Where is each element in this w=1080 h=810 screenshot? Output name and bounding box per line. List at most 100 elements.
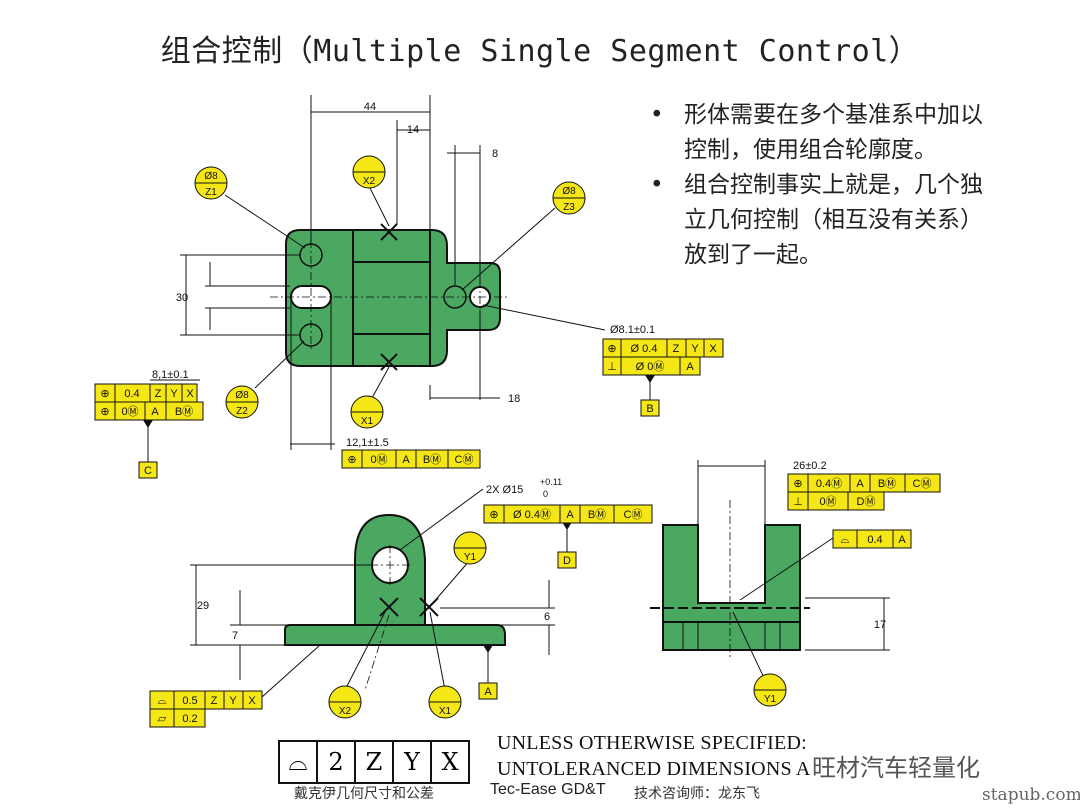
svg-text:Y1: Y1: [464, 552, 477, 563]
svg-text:Ø8: Ø8: [235, 390, 249, 401]
svg-text:0Ⓜ: 0Ⓜ: [819, 495, 836, 508]
footer-brand: Tec-Ease GD&T: [490, 781, 606, 798]
svg-text:Z2: Z2: [236, 406, 248, 417]
svg-text:A: A: [686, 361, 694, 373]
dim-7: 7: [232, 630, 238, 642]
svg-text:BⓂ: BⓂ: [588, 508, 606, 521]
svg-text:⊕: ⊕: [607, 343, 616, 355]
target-x1-top: X1: [350, 395, 384, 429]
page-title: 组合控制（Multiple Single Segment Control）: [160, 34, 920, 69]
svg-text:CⓂ: CⓂ: [624, 508, 643, 521]
bullet-text: 形体需要在多个基准系中加以控制，使用组合轮廓度。: [684, 102, 983, 163]
datum-y-cell: Y: [394, 742, 432, 782]
u-part: [650, 460, 890, 681]
svg-text:X: X: [709, 343, 717, 355]
datum-c: C: [144, 465, 152, 477]
footer-right-text: 技术咨询师：龙东飞: [634, 786, 760, 802]
general-note: UNLESS OTHERWISE SPECIFIED: UNTOLERANCED…: [497, 730, 811, 782]
dim-8-1b: Ø8.1±0.1: [610, 324, 655, 336]
side-dimensions: 29 7 6 2X Ø15 +0.11 0: [197, 477, 562, 642]
footer-left-text: 戴克伊几何尺寸和公差: [294, 786, 434, 802]
svg-text:Z: Z: [211, 695, 218, 707]
u-dimensions: 26±0.2 17: [793, 460, 886, 631]
watermark-text: 旺材汽车轻量化: [812, 754, 980, 782]
svg-text:⊕: ⊕: [489, 509, 498, 521]
datum-b: B: [646, 403, 653, 415]
svg-text:A: A: [898, 534, 906, 546]
svg-text:Ø 0.4Ⓜ: Ø 0.4Ⓜ: [513, 508, 551, 521]
dim-18: 18: [508, 393, 520, 405]
top-part: [150, 95, 606, 450]
svg-text:DⓂ: DⓂ: [857, 495, 876, 508]
svg-text:BⓂ: BⓂ: [878, 477, 896, 490]
svg-text:▱: ▱: [158, 713, 167, 725]
svg-text:Y: Y: [229, 695, 237, 707]
dim-6: 6: [544, 611, 550, 623]
target-x1-b: X1: [428, 685, 462, 719]
svg-text:Ø8: Ø8: [204, 171, 218, 182]
fcf-hole: ⊕ Ø 0.4Ⓜ A BⓂ CⓂ: [483, 504, 653, 524]
svg-text:⊕: ⊕: [100, 406, 109, 418]
dim-44: 44: [364, 101, 376, 113]
dim-29: 29: [197, 600, 209, 612]
svg-text:BⓂ: BⓂ: [423, 453, 441, 466]
svg-text:0.5: 0.5: [182, 695, 197, 707]
svg-text:A: A: [566, 509, 574, 521]
bullet-item: • 组合控制事实上就是，几个独立几何控制（相互没有关系）放到了一起。: [650, 168, 990, 273]
svg-text:0Ⓜ: 0Ⓜ: [370, 453, 387, 466]
svg-text:A: A: [402, 454, 410, 466]
svg-text:⊕: ⊕: [100, 388, 109, 400]
general-note-line1: UNLESS OTHERWISE SPECIFIED:: [497, 732, 807, 754]
datum-x-cell: X: [441, 748, 459, 776]
svg-text:Z: Z: [673, 343, 680, 355]
dim-26: 26±0.2: [793, 460, 827, 472]
svg-text:Z1: Z1: [205, 187, 217, 198]
svg-text:Z3: Z3: [563, 202, 575, 213]
svg-text:Ø8: Ø8: [562, 186, 576, 197]
svg-text:X1: X1: [361, 416, 374, 427]
svg-text:⊕: ⊕: [793, 478, 802, 490]
svg-text:⊥: ⊥: [607, 361, 617, 373]
svg-text:Ø 0.4: Ø 0.4: [631, 343, 658, 355]
bullet-item: • 形体需要在多个基准系中加以控制，使用组合轮廓度。: [650, 98, 990, 168]
tolerance-cell: 2: [318, 742, 356, 782]
svg-text:CⓂ: CⓂ: [913, 477, 932, 490]
fcf-profile-right: ⌓ 0.4 A: [832, 529, 912, 549]
dim-8-1: 8,1±0.1: [152, 369, 189, 381]
svg-text:⊕: ⊕: [347, 454, 356, 466]
bullet-text: 组合控制事实上就是，几个独立几何控制（相互没有关系）放到了一起。: [684, 172, 983, 268]
svg-text:X: X: [186, 388, 194, 400]
dim-12-1: 12,1±1.5: [346, 437, 389, 449]
dim-8: 8: [492, 148, 498, 160]
svg-text:X2: X2: [339, 706, 352, 717]
svg-text:X1: X1: [439, 706, 452, 717]
profile-symbol-cell: ⌓: [280, 742, 318, 782]
svg-text:Ø 0Ⓜ: Ø 0Ⓜ: [636, 360, 665, 373]
svg-text:X2: X2: [363, 176, 376, 187]
svg-text:0Ⓜ: 0Ⓜ: [121, 405, 138, 418]
dim-2x: 2X Ø15: [486, 484, 523, 496]
svg-text:⌓: ⌓: [158, 695, 167, 707]
dim-30: 30: [176, 292, 188, 304]
svg-text:0.2: 0.2: [182, 713, 197, 725]
target-y1-b: Y1: [753, 673, 787, 707]
datum-symbols: C B D A: [138, 375, 660, 700]
top-dimensions: 44 14 8 30 18 8,1±0.1 Ø8.1±0.1 12,1±1.5: [152, 101, 655, 449]
bullet-dot: •: [650, 102, 664, 128]
svg-text:0.4: 0.4: [867, 534, 882, 546]
dim-17: 17: [874, 619, 886, 631]
svg-text:CⓂ: CⓂ: [455, 453, 474, 466]
svg-text:A: A: [856, 478, 864, 490]
svg-text:⌓: ⌓: [841, 534, 850, 546]
svg-text:0.4: 0.4: [124, 388, 139, 400]
target-y1-a: Y1: [453, 531, 487, 565]
